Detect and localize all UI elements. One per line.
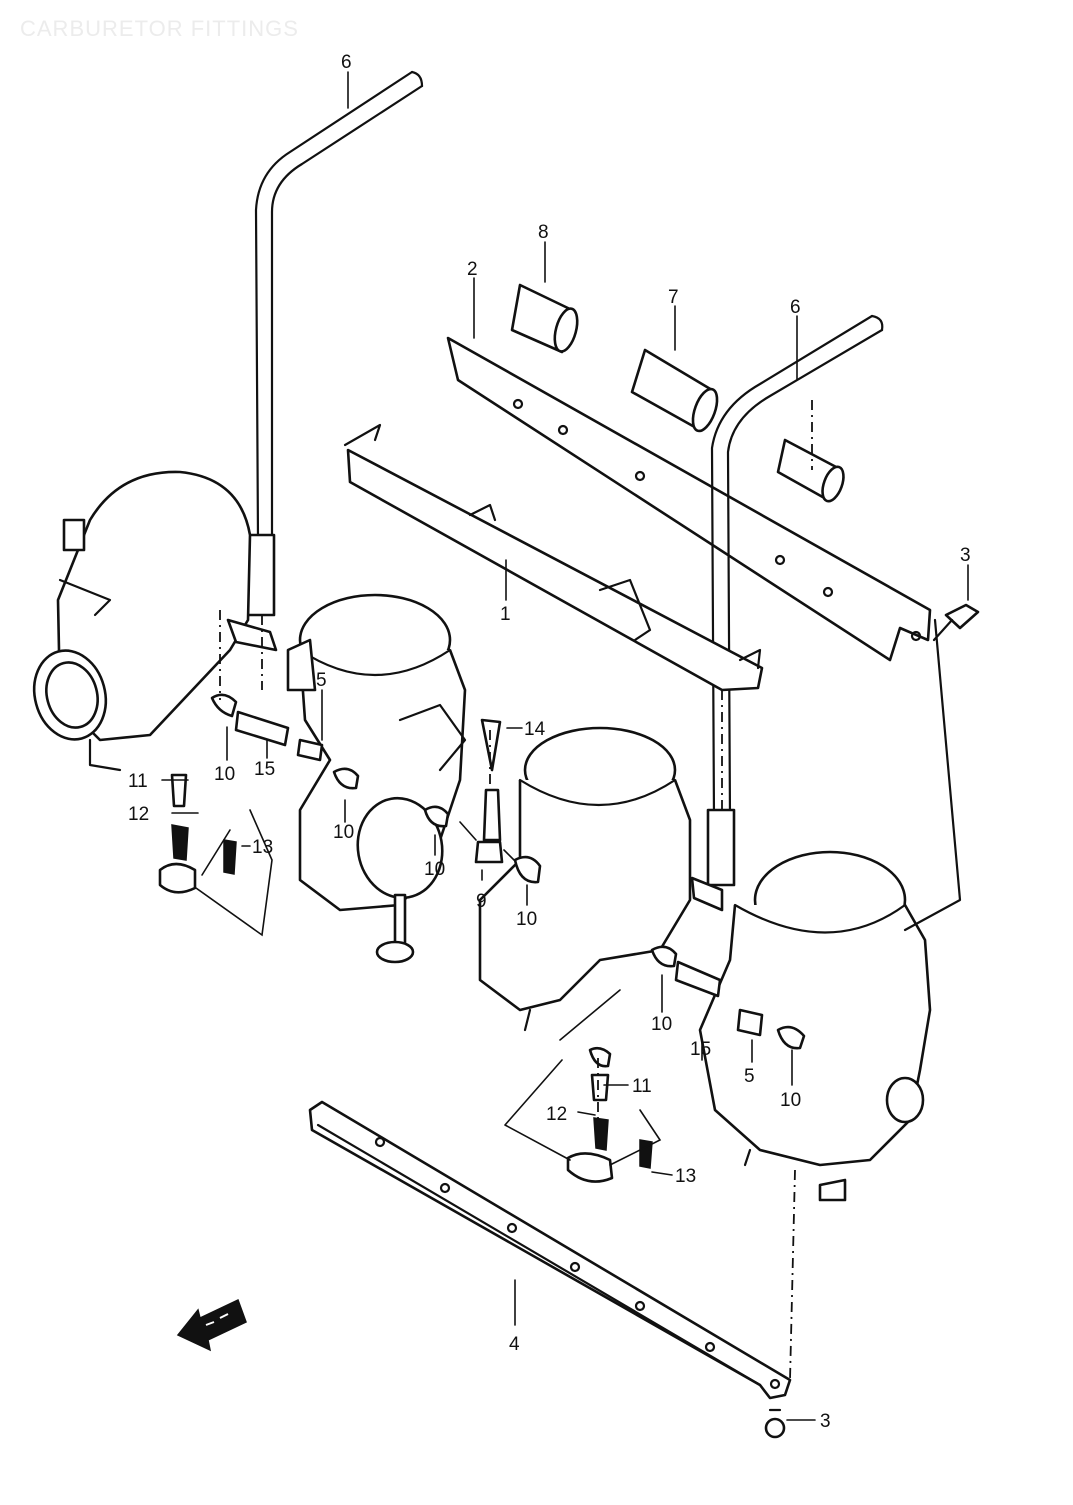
callout-15-left: 15 — [254, 759, 275, 780]
carburetor-1 — [32, 470, 252, 772]
callout-8: 8 — [538, 222, 549, 243]
part-4-lower-bracket — [308, 1100, 792, 1400]
carburetor-3 — [478, 726, 692, 1032]
callout-6-right: 6 — [790, 297, 801, 318]
callout-10-f: 10 — [780, 1090, 801, 1111]
callout-13-right: 13 — [675, 1166, 696, 1187]
callout-10-b: 10 — [333, 822, 354, 843]
callout-1: 1 — [500, 604, 511, 625]
part-3-top-screw — [932, 603, 980, 642]
callout-10-a: 10 — [214, 764, 235, 785]
diagram-title: CARBURETOR FITTINGS — [20, 16, 299, 41]
part-3-bottom-screw — [764, 1408, 786, 1439]
part-third-cap — [776, 438, 845, 503]
callout-11-right: 11 — [632, 1076, 652, 1097]
callout-12-right: 12 — [546, 1104, 567, 1125]
callout-9: 9 — [476, 891, 487, 912]
callout-10-e: 10 — [651, 1014, 672, 1035]
callout-3-top: 3 — [960, 545, 971, 566]
callout-7: 7 — [668, 287, 679, 308]
assembly-axes — [219, 400, 813, 1381]
callout-4: 4 — [509, 1334, 520, 1355]
callout-11-left: 11 — [128, 771, 148, 792]
callout-10-d: 10 — [516, 909, 537, 930]
callout-12-left: 12 — [128, 804, 149, 825]
callout-6-left: 6 — [341, 52, 352, 73]
callout-14: 14 — [524, 719, 546, 740]
callout-5-right: 5 — [744, 1066, 755, 1087]
part-6-left-cable-rod — [244, 70, 424, 617]
center-fitting-group — [459, 718, 542, 884]
callout-2: 2 — [467, 259, 478, 280]
part-1-long-bracket — [343, 423, 764, 692]
part-7-cap — [630, 348, 719, 433]
callout-15-right: 15 — [690, 1039, 711, 1060]
part-6-right-cable-rod — [706, 314, 884, 887]
left-fitting-group — [158, 618, 450, 937]
callout-10-c: 10 — [424, 859, 445, 880]
callout-labels: 6 8 2 7 6 3 1 5 14 11 10 15 12 10 13 10 … — [128, 52, 971, 1432]
part-8-cap — [510, 283, 579, 354]
right-fitting-group — [504, 876, 806, 1183]
callout-13-left: 13 — [252, 837, 273, 858]
callout-5-left: 5 — [316, 670, 327, 691]
front-direction-arrow-icon — [176, 1298, 247, 1352]
callout-3-bottom: 3 — [820, 1411, 831, 1432]
carburetor-2 — [286, 593, 467, 964]
part-2-upper-bracket — [446, 336, 932, 662]
carburetor-4 — [698, 618, 962, 1202]
callout-leaders — [161, 71, 969, 1421]
